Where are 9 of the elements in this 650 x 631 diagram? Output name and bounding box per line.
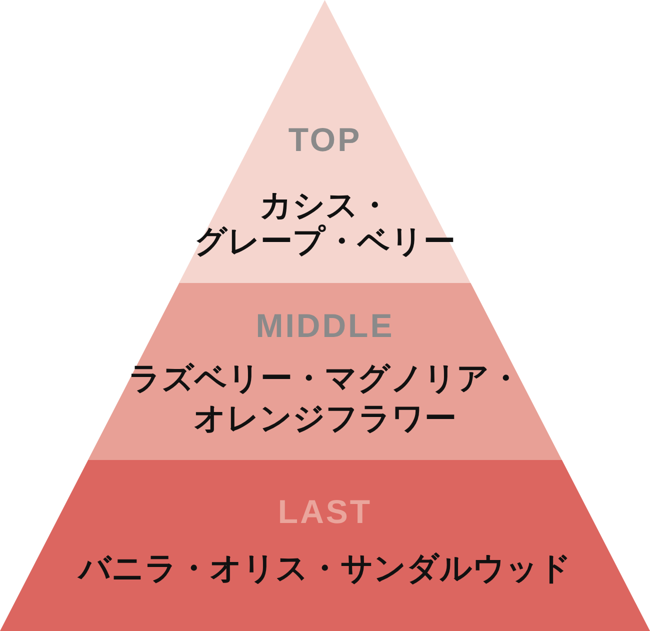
level-heading: TOP <box>287 120 363 160</box>
pyramid-band <box>179 0 471 283</box>
pyramid-band <box>88 283 562 460</box>
note-list: ラズベリー・マグノリア・オレンジフラワー <box>88 358 562 438</box>
note-list: バニラ・オリス・サンダルウッド <box>0 548 650 588</box>
note-list: カシス・グレープ・ベリー <box>179 187 471 259</box>
level-heading: MIDDLE <box>254 306 396 346</box>
level-heading: LAST <box>276 492 374 532</box>
pyramid-band <box>0 460 650 631</box>
